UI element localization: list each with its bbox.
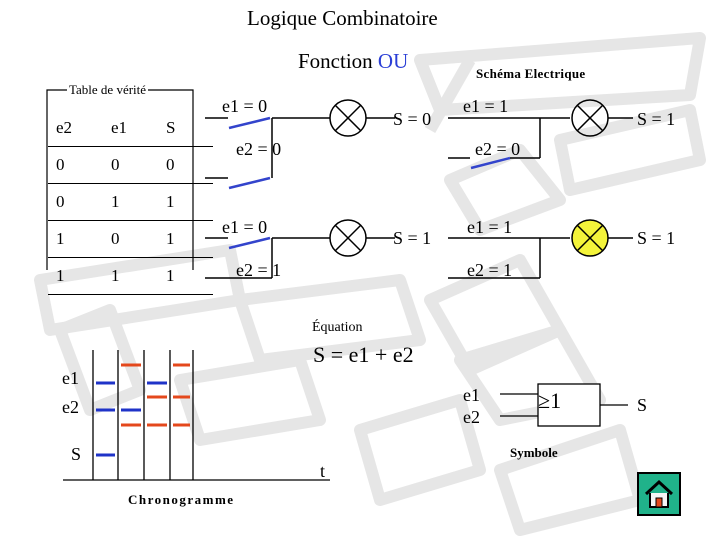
cell: 1 [48,220,103,258]
cell: 1 [103,183,158,221]
header-e2: e2 [48,110,103,147]
symbol-input-e2: e2 [463,407,480,427]
function-name: OU [377,49,409,73]
switch-e2-open [228,176,271,190]
circuit-3-s-label: S = 1 [393,228,432,248]
table-header-row: e2 e1 S [48,110,213,147]
cell: 1 [48,257,103,295]
circuit-1-s-label: S = 0 [393,109,432,129]
symbol-output-s: S [637,395,648,415]
cell: 0 [103,146,158,184]
circuit-4-e2-label: e2 = 1 [467,260,513,280]
signal-s-label: S [71,444,82,464]
signal-e2-label: e2 [62,397,79,417]
circuit-1 [205,99,395,190]
cell: 1 [158,183,213,221]
circuit-4-e1-label: e1 = 1 [467,217,513,237]
circuit-schematics [205,99,633,279]
chronogram-title: Chronogramme [128,492,235,507]
time-label: t [320,461,326,481]
truth-table-title: Table de vérité [67,82,149,98]
symbol-title: Symbole [510,445,558,460]
circuit-4 [448,219,633,279]
cell: 1 [158,220,213,258]
circuit-2 [448,99,633,170]
circuit-1-e2-label: e2 = 0 [236,139,282,159]
cell: 1 [158,257,213,295]
cell: 0 [103,220,158,258]
circuit-3 [205,219,395,279]
home-button[interactable] [637,472,681,516]
function-prefix: Fonction [298,49,378,73]
equation-formula: S = e1 + e2 [313,342,414,367]
circuit-1-e1-label: e1 = 0 [222,96,268,116]
signal-e1-label: e1 [62,368,79,388]
function-title: Fonction OU [298,49,408,74]
table-row: 1 0 1 [48,220,213,258]
circuit-2-e1-label: e1 = 1 [463,96,509,116]
cell: 0 [48,146,103,184]
or-gate-symbol [500,383,628,427]
table-row: 0 1 1 [48,183,213,221]
table-row: 1 1 1 [48,257,213,295]
cell: 0 [158,146,213,184]
schema-title: Schéma Electrique [476,66,586,81]
switch-e1-open [228,116,271,130]
circuit-4-s-label: S = 1 [637,228,676,248]
table-row: 0 0 0 [48,146,213,184]
cell: 1 [103,257,158,295]
truth-table: e2 e1 S 0 0 0 0 1 1 1 0 1 1 1 1 [48,110,213,295]
page-title: Logique Combinatoire [247,6,438,30]
header-e1: e1 [103,110,158,147]
chronogram [63,350,330,481]
circuit-3-e1-label: e1 = 0 [222,217,268,237]
gate-label: ≥1 [538,388,562,413]
equation-title: Équation [312,320,363,335]
symbol-input-e1: e1 [463,385,480,405]
cell: 0 [48,183,103,221]
circuit-2-e2-label: e2 = 0 [475,139,521,159]
circuit-3-e2-label: e2 = 1 [236,260,282,280]
circuit-2-s-label: S = 1 [637,109,676,129]
header-s: S [158,110,213,147]
home-icon [644,479,674,508]
